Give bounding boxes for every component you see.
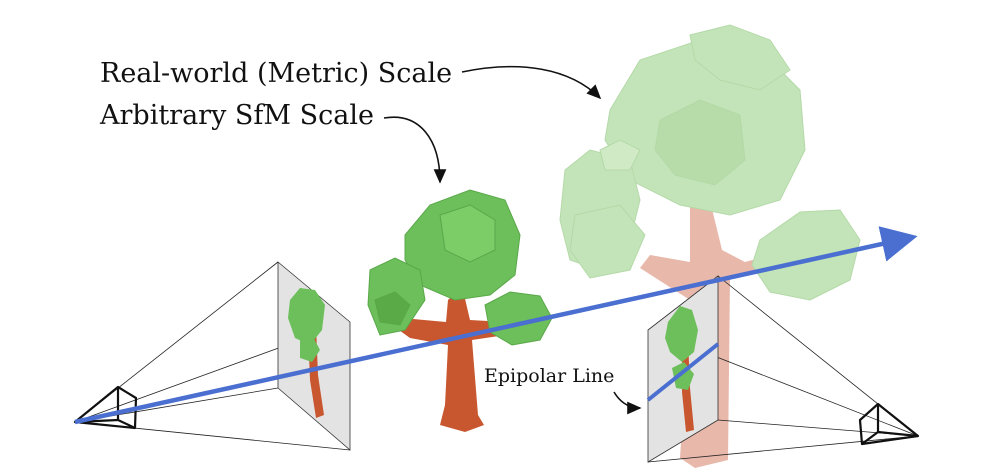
arbitrary-scale-arrow	[383, 116, 447, 184]
large-tree-real-scale	[559, 24, 861, 468]
small-tree-canopy	[367, 189, 553, 346]
epipolar-line	[646, 342, 720, 402]
right-camera	[646, 275, 920, 463]
epipolar-line-label: Epipolar Line	[484, 365, 614, 387]
real-world-scale-label: Real-world (Metric) Scale	[100, 58, 452, 89]
epipolar-line-arrow	[613, 391, 642, 415]
small-tree-sfm-scale	[367, 189, 553, 432]
right-camera-icon	[858, 402, 920, 446]
real-world-scale-arrow	[461, 65, 602, 100]
large-tree-canopy	[559, 24, 861, 301]
arbitrary-sfm-scale-label: Arbitrary SfM Scale	[99, 100, 374, 131]
viewing-ray	[74, 226, 918, 425]
right-image-tree	[665, 306, 698, 432]
small-tree-trunk	[392, 286, 512, 432]
left-camera	[73, 261, 351, 451]
left-image-tree	[288, 288, 325, 418]
